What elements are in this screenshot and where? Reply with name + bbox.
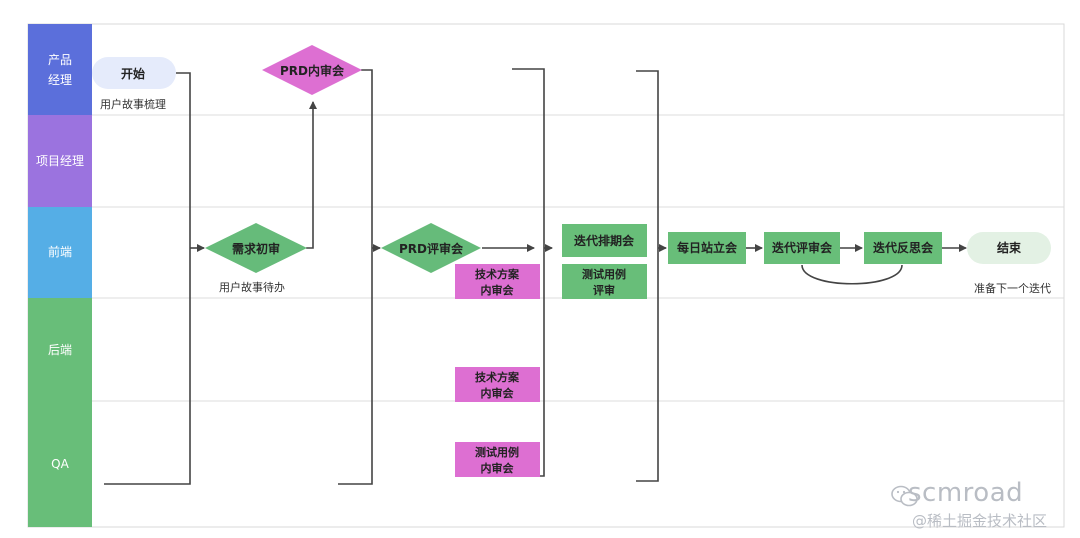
lane-header-project-manager: 项目经理 (28, 115, 92, 207)
lane-header-frontend: 前端 (28, 207, 92, 298)
svg-text:迭代评审会: 迭代评审会 (772, 240, 833, 255)
svg-text:内审会: 内审会 (481, 386, 515, 400)
connector-tech-bracket (512, 68, 545, 477)
svg-text:技术方案: 技术方案 (475, 267, 520, 281)
node-prd-review: PRD评审会 (381, 223, 481, 273)
lane-header-backend: 后端 (28, 298, 92, 401)
svg-text:迭代反思会: 迭代反思会 (873, 240, 934, 255)
connector-start-bracket (104, 72, 191, 485)
node-iteration-retro: 迭代反思会 (864, 232, 942, 264)
node-tech-plan-frontend: 技术方案 内审会 (455, 264, 540, 299)
svg-text:每日站立会: 每日站立会 (677, 240, 738, 255)
node-start: 开始 (92, 57, 176, 89)
annotation-user-story-todo: 用户故事待办 (219, 280, 285, 294)
swimlane-frame (27, 23, 1065, 528)
node-daily-standup: 每日站立会 (668, 232, 746, 264)
watermark-brand: scmroad (908, 478, 1024, 508)
lane-label: QA (51, 457, 69, 471)
lane-header-product-manager: 产品 经理 (28, 24, 92, 115)
svg-text:内审会: 内审会 (481, 283, 515, 297)
node-prd-internal-review: PRD内审会 (262, 45, 362, 95)
wechat-icon (891, 485, 918, 507)
svg-text:评审: 评审 (593, 283, 615, 297)
arrow-to-prd-internal (306, 101, 317, 249)
node-iteration-review: 迭代评审会 (764, 232, 840, 264)
svg-text:开始: 开始 (121, 66, 145, 81)
lane-label: 项目经理 (36, 154, 84, 168)
connector-iter-bracket (636, 70, 659, 482)
lane-label: 经理 (48, 73, 72, 87)
node-requirement-review: 需求初审 (205, 223, 307, 273)
svg-text:PRD内审会: PRD内审会 (280, 63, 345, 78)
connector-prd-bracket (338, 69, 373, 485)
watermark-site: @稀土掘金技术社区 (912, 512, 1048, 530)
lane-label: 前端 (48, 244, 72, 259)
svg-text:需求初审: 需求初审 (232, 241, 280, 256)
connectors (104, 68, 967, 485)
node-tech-plan-backend: 技术方案 内审会 (455, 367, 540, 402)
svg-text:迭代排期会: 迭代排期会 (574, 233, 635, 248)
svg-text:内审会: 内审会 (481, 461, 515, 475)
node-end: 结束 (967, 232, 1051, 264)
svg-text:PRD评审会: PRD评审会 (399, 241, 464, 256)
svg-text:技术方案: 技术方案 (475, 370, 520, 384)
svg-text:结束: 结束 (997, 240, 1022, 255)
lane-label: 产品 (48, 53, 72, 67)
node-testcase-qa: 测试用例 内审会 (455, 442, 540, 477)
annotation-user-story-sort: 用户故事梳理 (100, 97, 166, 111)
svg-text:测试用例: 测试用例 (582, 267, 626, 281)
node-testcase-review: 测试用例 评审 (562, 264, 647, 299)
lane-label: 后端 (48, 343, 72, 357)
loop-review-retro (801, 264, 903, 285)
svg-text:测试用例: 测试用例 (475, 445, 519, 459)
lane-header-qa: QA (28, 401, 92, 527)
node-iteration-planning: 迭代排期会 (562, 224, 647, 257)
annotation-next-iteration: 准备下一个迭代 (974, 281, 1051, 295)
